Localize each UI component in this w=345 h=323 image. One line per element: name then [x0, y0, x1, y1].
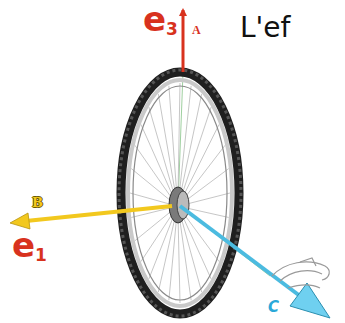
spoke — [178, 83, 180, 195]
spoke — [183, 145, 226, 200]
rim-inner — [133, 86, 227, 300]
axis-label: e3 — [143, 2, 178, 38]
spoke — [183, 169, 229, 203]
cassette — [177, 191, 189, 219]
spoke — [180, 214, 202, 292]
spoke — [182, 124, 219, 198]
tire — [121, 72, 239, 314]
spoke — [181, 213, 211, 279]
spoke — [181, 107, 211, 197]
spoke — [130, 193, 173, 205]
spokes — [130, 83, 230, 303]
axis-arrow — [26, 206, 172, 221]
spoke — [141, 124, 174, 198]
spoke — [179, 86, 191, 195]
rotation-sketch — [272, 258, 329, 288]
spoke — [169, 86, 177, 195]
arrow-head — [290, 283, 330, 318]
spoke — [135, 209, 174, 240]
spoke — [158, 214, 176, 292]
axis-arrow — [182, 10, 185, 72]
spoke — [149, 107, 175, 197]
spoke — [183, 193, 230, 205]
spoke — [179, 215, 191, 300]
arrow-label: B — [32, 196, 43, 209]
spoke — [141, 211, 174, 261]
arrow-label: C — [268, 300, 279, 315]
tire-tread — [119, 70, 241, 316]
axis-arrow — [180, 206, 300, 296]
axis-label: e1 — [12, 228, 47, 264]
arrow-label: A — [192, 24, 201, 36]
heading-text: L'ef — [240, 14, 290, 42]
spoke — [131, 169, 173, 203]
spoke — [182, 211, 219, 261]
spoke — [149, 213, 175, 279]
spoke — [178, 215, 180, 303]
rim — [128, 80, 232, 306]
